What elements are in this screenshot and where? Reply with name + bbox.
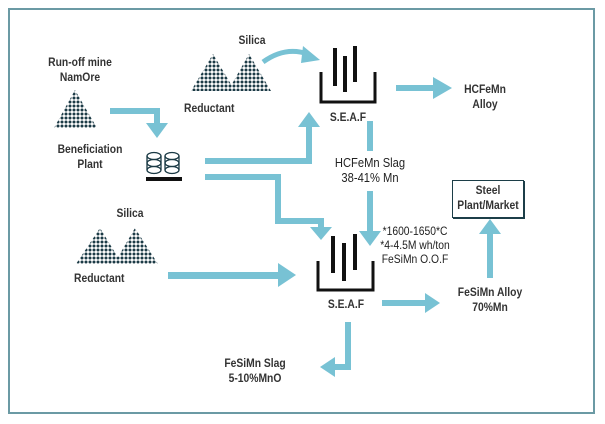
process-notes-line1: *1600-1650*C (382, 224, 448, 238)
arrow-bottom-furnace-to-slag (320, 322, 351, 377)
steel-plant-label-line1: Steel (475, 183, 501, 197)
hcfemn-alloy-label: HCFeMn Alloy (451, 82, 520, 112)
steel-plant-label: Steel Plant/Market (454, 183, 523, 213)
top-seaf-furnace-icon (319, 46, 377, 104)
hcfemn-slag-label-line2: 38-41% Mn (341, 170, 399, 185)
process-notes: *1600-1650*C *4-4.5M wh/ton FeSiMn O.O.F (372, 224, 458, 266)
fesimn-slag-label-line1: FeSiMn Slag (224, 356, 286, 370)
hcfemn-alloy-label-line2: Alloy (472, 97, 498, 111)
top-silica-pile-icon (191, 54, 235, 91)
process-notes-line3: FeSiMn O.O.F (381, 252, 449, 266)
beneficiation-plant-icon (146, 151, 182, 181)
hcfemn-slag-label-line1: HCFeMn Slag (334, 155, 406, 170)
fesimn-alloy-label-line1: FeSiMn Alloy (457, 285, 523, 299)
hcfemn-slag-label: HCFeMn Slag 38-41% Mn (327, 155, 413, 185)
runoff-mine-label-line1: Run-off mine (48, 55, 112, 69)
bottom-seaf-label: S.E.A.F (327, 297, 365, 311)
hcfemn-alloy-label-line1: HCFeMn (464, 82, 506, 96)
bottom-silica-pile-icon (76, 228, 122, 264)
fesimn-alloy-label: FeSiMn Alloy 70%Mn (451, 285, 528, 315)
bottom-reductant-pile-icon (114, 228, 158, 264)
process-notes-line2: *4-4.5M wh/ton (380, 238, 450, 252)
arrow-raw-to-bottom-furnace (168, 263, 296, 287)
runoff-mine-label-line2: NamOre (59, 70, 101, 84)
bottom-silica-label: Silica (116, 206, 144, 220)
beneficiation-plant-label: Beneficiation Plant (47, 142, 133, 172)
top-reductant-label: Reductant (184, 101, 235, 115)
arrow-silica-to-top-furnace (261, 48, 309, 65)
bottom-reductant-label: Reductant (74, 271, 125, 285)
arrow-plant-to-top-furnace (205, 112, 320, 164)
runoff-ore-pile-icon (54, 90, 97, 128)
beneficiation-label-line2: Plant (77, 157, 103, 171)
beneficiation-label-line1: Beneficiation (57, 142, 123, 156)
steel-plant-box (452, 180, 524, 218)
steel-plant-label-line2: Plant/Market (457, 198, 519, 212)
arrow-plant-to-bottom-furnace (205, 174, 332, 240)
arrow-bottom-furnace-to-alloy (382, 293, 440, 313)
fesimn-alloy-label-line2: 70%Mn (472, 300, 508, 314)
fesimn-slag-label: FeSiMn Slag 5-10%MnO (216, 356, 293, 386)
arrow-ore-to-plant (110, 108, 168, 138)
top-seaf-label: S.E.A.F (329, 110, 367, 124)
top-silica-label: Silica (238, 33, 266, 47)
arrow-slag-to-bottom-furnace (359, 121, 381, 246)
top-reductant-pile-icon (228, 54, 271, 91)
arrow-top-furnace-to-alloy (396, 77, 452, 99)
runoff-mine-label: Run-off mine NamOre (37, 55, 123, 85)
arrow-alloy-to-steel-plant (479, 219, 501, 278)
bottom-seaf-furnace-icon (316, 234, 375, 292)
fesimn-slag-label-line2: 5-10%MnO (228, 371, 282, 385)
